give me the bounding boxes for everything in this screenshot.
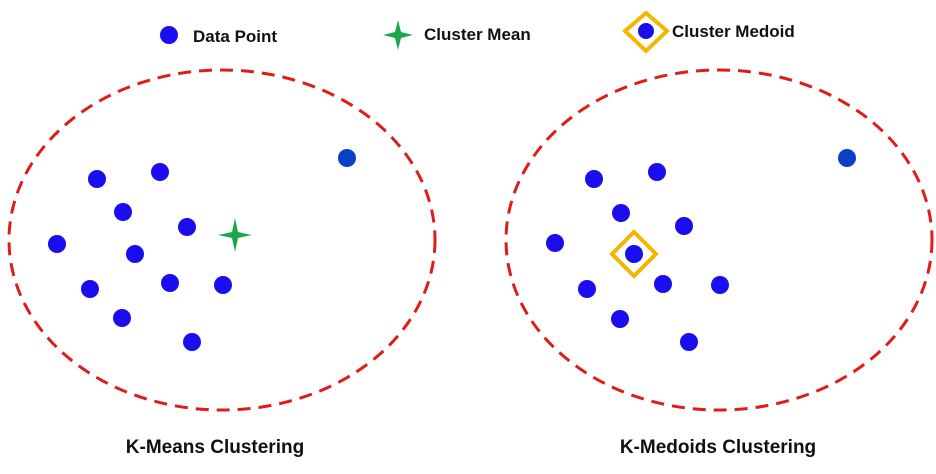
kmedoids-data-point (611, 310, 629, 328)
legend-label-cluster-medoid: Cluster Medoid (672, 22, 795, 41)
legend-label-data-point: Data Point (193, 27, 277, 46)
kmedoids-data-point (711, 276, 729, 294)
kmeans-caption: K-Means Clustering (126, 437, 304, 458)
legend-item-cluster-medoid: Cluster Medoid (622, 10, 795, 54)
kmedoids-data-point (680, 333, 698, 351)
kmedoids-data-point (675, 217, 693, 235)
kmeans-data-point (161, 274, 179, 292)
cluster-medoid-diamond (609, 229, 659, 279)
legend-item-data-point: Data Point (160, 26, 277, 46)
kmedoids-data-point (578, 280, 596, 298)
cluster-medoid-point (625, 245, 643, 263)
cluster-medoid-diamond-icon (622, 10, 670, 54)
kmeans-data-point (114, 203, 132, 221)
legend-label-cluster-mean: Cluster Mean (424, 25, 531, 44)
kmeans-points (48, 149, 356, 351)
kmeans-outlier-point (338, 149, 356, 167)
kmedoids-data-point (546, 234, 564, 252)
kmeans-data-point (151, 163, 169, 181)
cluster-medoid-dot-icon (638, 23, 654, 39)
kmedoids-data-point (585, 170, 603, 188)
kmeans-data-point (81, 280, 99, 298)
kmedoids-points (546, 149, 856, 351)
kmeans-cluster-boundary (7, 68, 437, 412)
kmeans-data-point (48, 235, 66, 253)
cluster-mean-star (218, 218, 252, 252)
kmedoids-outlier-point (838, 149, 856, 167)
kmedoids-data-point (612, 204, 630, 222)
kmeans-data-point (178, 218, 196, 236)
kmedoids-cluster-boundary (504, 68, 934, 412)
kmeans-data-point (113, 309, 131, 327)
kmeans-data-point (214, 276, 232, 294)
kmeans-data-point (183, 333, 201, 351)
kmeans-data-point (88, 170, 106, 188)
legend-item-cluster-mean: Cluster Mean (383, 20, 531, 50)
data-point-icon (160, 26, 178, 44)
kmedoids-data-point (654, 275, 672, 293)
legend: Data Point Cluster Mean Cluster Medoid (160, 10, 795, 54)
cluster-mean-star-icon (383, 20, 413, 50)
kmedoids-data-point (648, 163, 666, 181)
kmedoids-caption: K-Medoids Clustering (620, 437, 816, 458)
kmeans-data-point (126, 245, 144, 263)
